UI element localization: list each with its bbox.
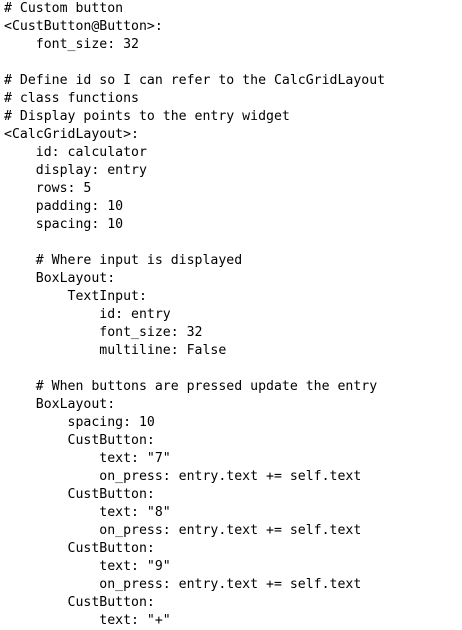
code-line: # Display points to the entry widget: [4, 109, 290, 124]
code-line: BoxLayout:: [4, 271, 116, 286]
code-line: # class functions: [4, 91, 139, 106]
code-line: text: "8": [4, 505, 171, 520]
code-line: # Define id so I can refer to the CalcGr…: [4, 73, 386, 88]
code-line: # Custom button: [4, 1, 124, 16]
code-line: [4, 360, 385, 378]
code-line: on_press: entry.text += self.text: [4, 469, 362, 484]
code-line: TextInput:: [4, 289, 147, 304]
code-line: BoxLayout:: [4, 397, 116, 412]
code-line: CustButton:: [4, 541, 155, 556]
code-line: # When buttons are pressed update the en…: [4, 379, 378, 394]
code-line: text: "9": [4, 559, 171, 574]
code-line: CustButton:: [4, 595, 155, 610]
code-line: <CalcGridLayout>:: [4, 127, 139, 142]
code-line: text: "7": [4, 451, 171, 466]
code-line: spacing: 10: [4, 415, 155, 430]
code-line: font_size: 32: [4, 325, 203, 340]
code-line: CustButton:: [4, 487, 155, 502]
code-line: on_press: entry.text += self.text: [4, 523, 362, 538]
code-line: [4, 234, 385, 252]
code-line: id: calculator: [4, 145, 147, 160]
code-line: spacing: 10: [4, 217, 124, 232]
code-line: CustButton:: [4, 433, 155, 448]
code-line: <CustButton@Button>:: [4, 19, 163, 34]
code-line: # Where input is displayed: [4, 253, 243, 268]
code-line: padding: 10: [4, 199, 124, 214]
code-line: multiline: False: [4, 343, 227, 358]
code-line: display: entry: [4, 163, 147, 178]
code-line: rows: 5: [4, 181, 92, 196]
code-listing: # Custom button <CustButton@Button>: fon…: [4, 0, 385, 630]
code-line: id: entry: [4, 307, 171, 322]
code-line: font_size: 32: [4, 37, 139, 52]
code-line: on_press: entry.text += self.text: [4, 577, 362, 592]
code-line: [4, 54, 385, 72]
code-line: text: "+": [4, 613, 171, 628]
